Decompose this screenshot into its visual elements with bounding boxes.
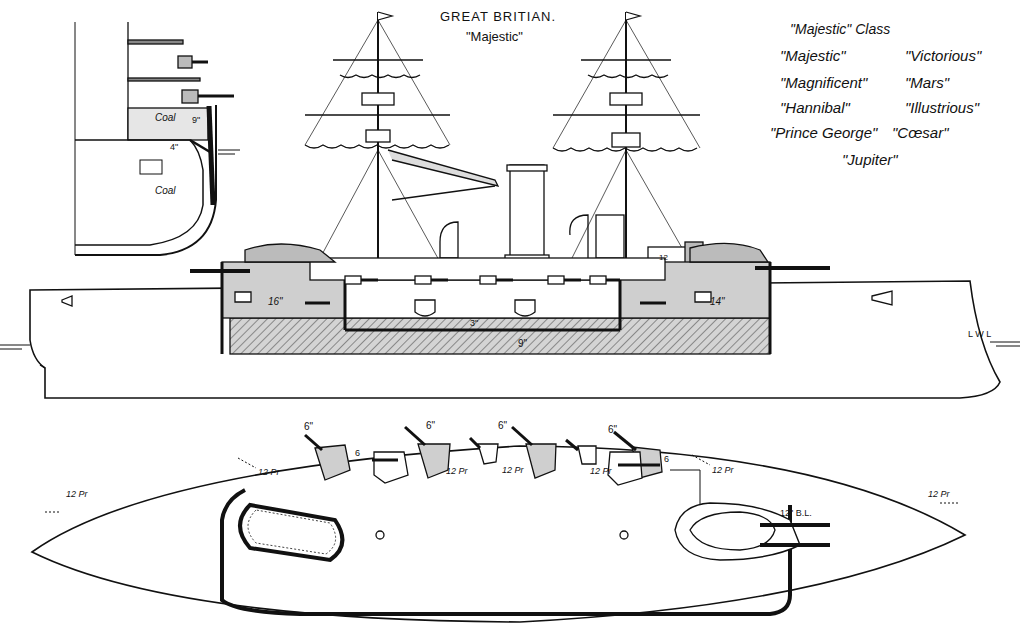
- armour-thickness: 9": [192, 116, 200, 125]
- gun-calibre: 12 Pr: [446, 467, 468, 476]
- title: GREAT BRITIAN.: [440, 10, 556, 23]
- gun-calibre: 6": [498, 421, 507, 431]
- ship-name: "Cœsar": [892, 125, 948, 140]
- gun-calibre: 6": [426, 421, 435, 431]
- armour-thickness: 3": [470, 319, 478, 328]
- gun-calibre: 12 Pr: [590, 467, 612, 476]
- ship-name: "Jupiter": [842, 152, 898, 167]
- ship-name: "Mars": [905, 75, 949, 90]
- ship-name: "Majestic": [466, 30, 523, 43]
- ship-name: "Majestic": [780, 48, 846, 63]
- gun-calibre: 12 Pr: [712, 466, 734, 475]
- waterline-label: L W L: [968, 330, 991, 339]
- armour-thickness: 9": [518, 339, 527, 349]
- armour-thickness: 16": [268, 297, 283, 307]
- gun-calibre: 6": [608, 425, 617, 435]
- ship-name: "Hannibal": [780, 100, 850, 115]
- class-heading: "Majestic" Class: [790, 22, 890, 36]
- bunker-label: Coal: [155, 113, 176, 123]
- bridge-marking: 12: [659, 254, 668, 262]
- gun-calibre: 12 Pr: [66, 490, 88, 499]
- ship-name: "Victorious": [905, 48, 981, 63]
- gun-calibre: 12 Pr: [502, 466, 524, 475]
- ship-name: "Magnificent": [780, 75, 867, 90]
- gun-calibre: 12 Pr: [928, 490, 950, 499]
- gun-calibre: 12" B.L.: [780, 509, 812, 518]
- gun-calibre: 6: [355, 449, 360, 458]
- ship-name: "Prince George": [770, 125, 877, 140]
- gun-calibre: 6": [304, 422, 313, 432]
- gun-calibre: 12 Pr: [258, 468, 280, 477]
- bunker-label: Coal: [155, 186, 176, 196]
- ship-name: "Illustrious": [905, 100, 979, 115]
- armour-thickness: 14": [710, 297, 725, 307]
- armour-thickness: 4": [170, 143, 178, 152]
- gun-calibre: 6: [664, 455, 669, 464]
